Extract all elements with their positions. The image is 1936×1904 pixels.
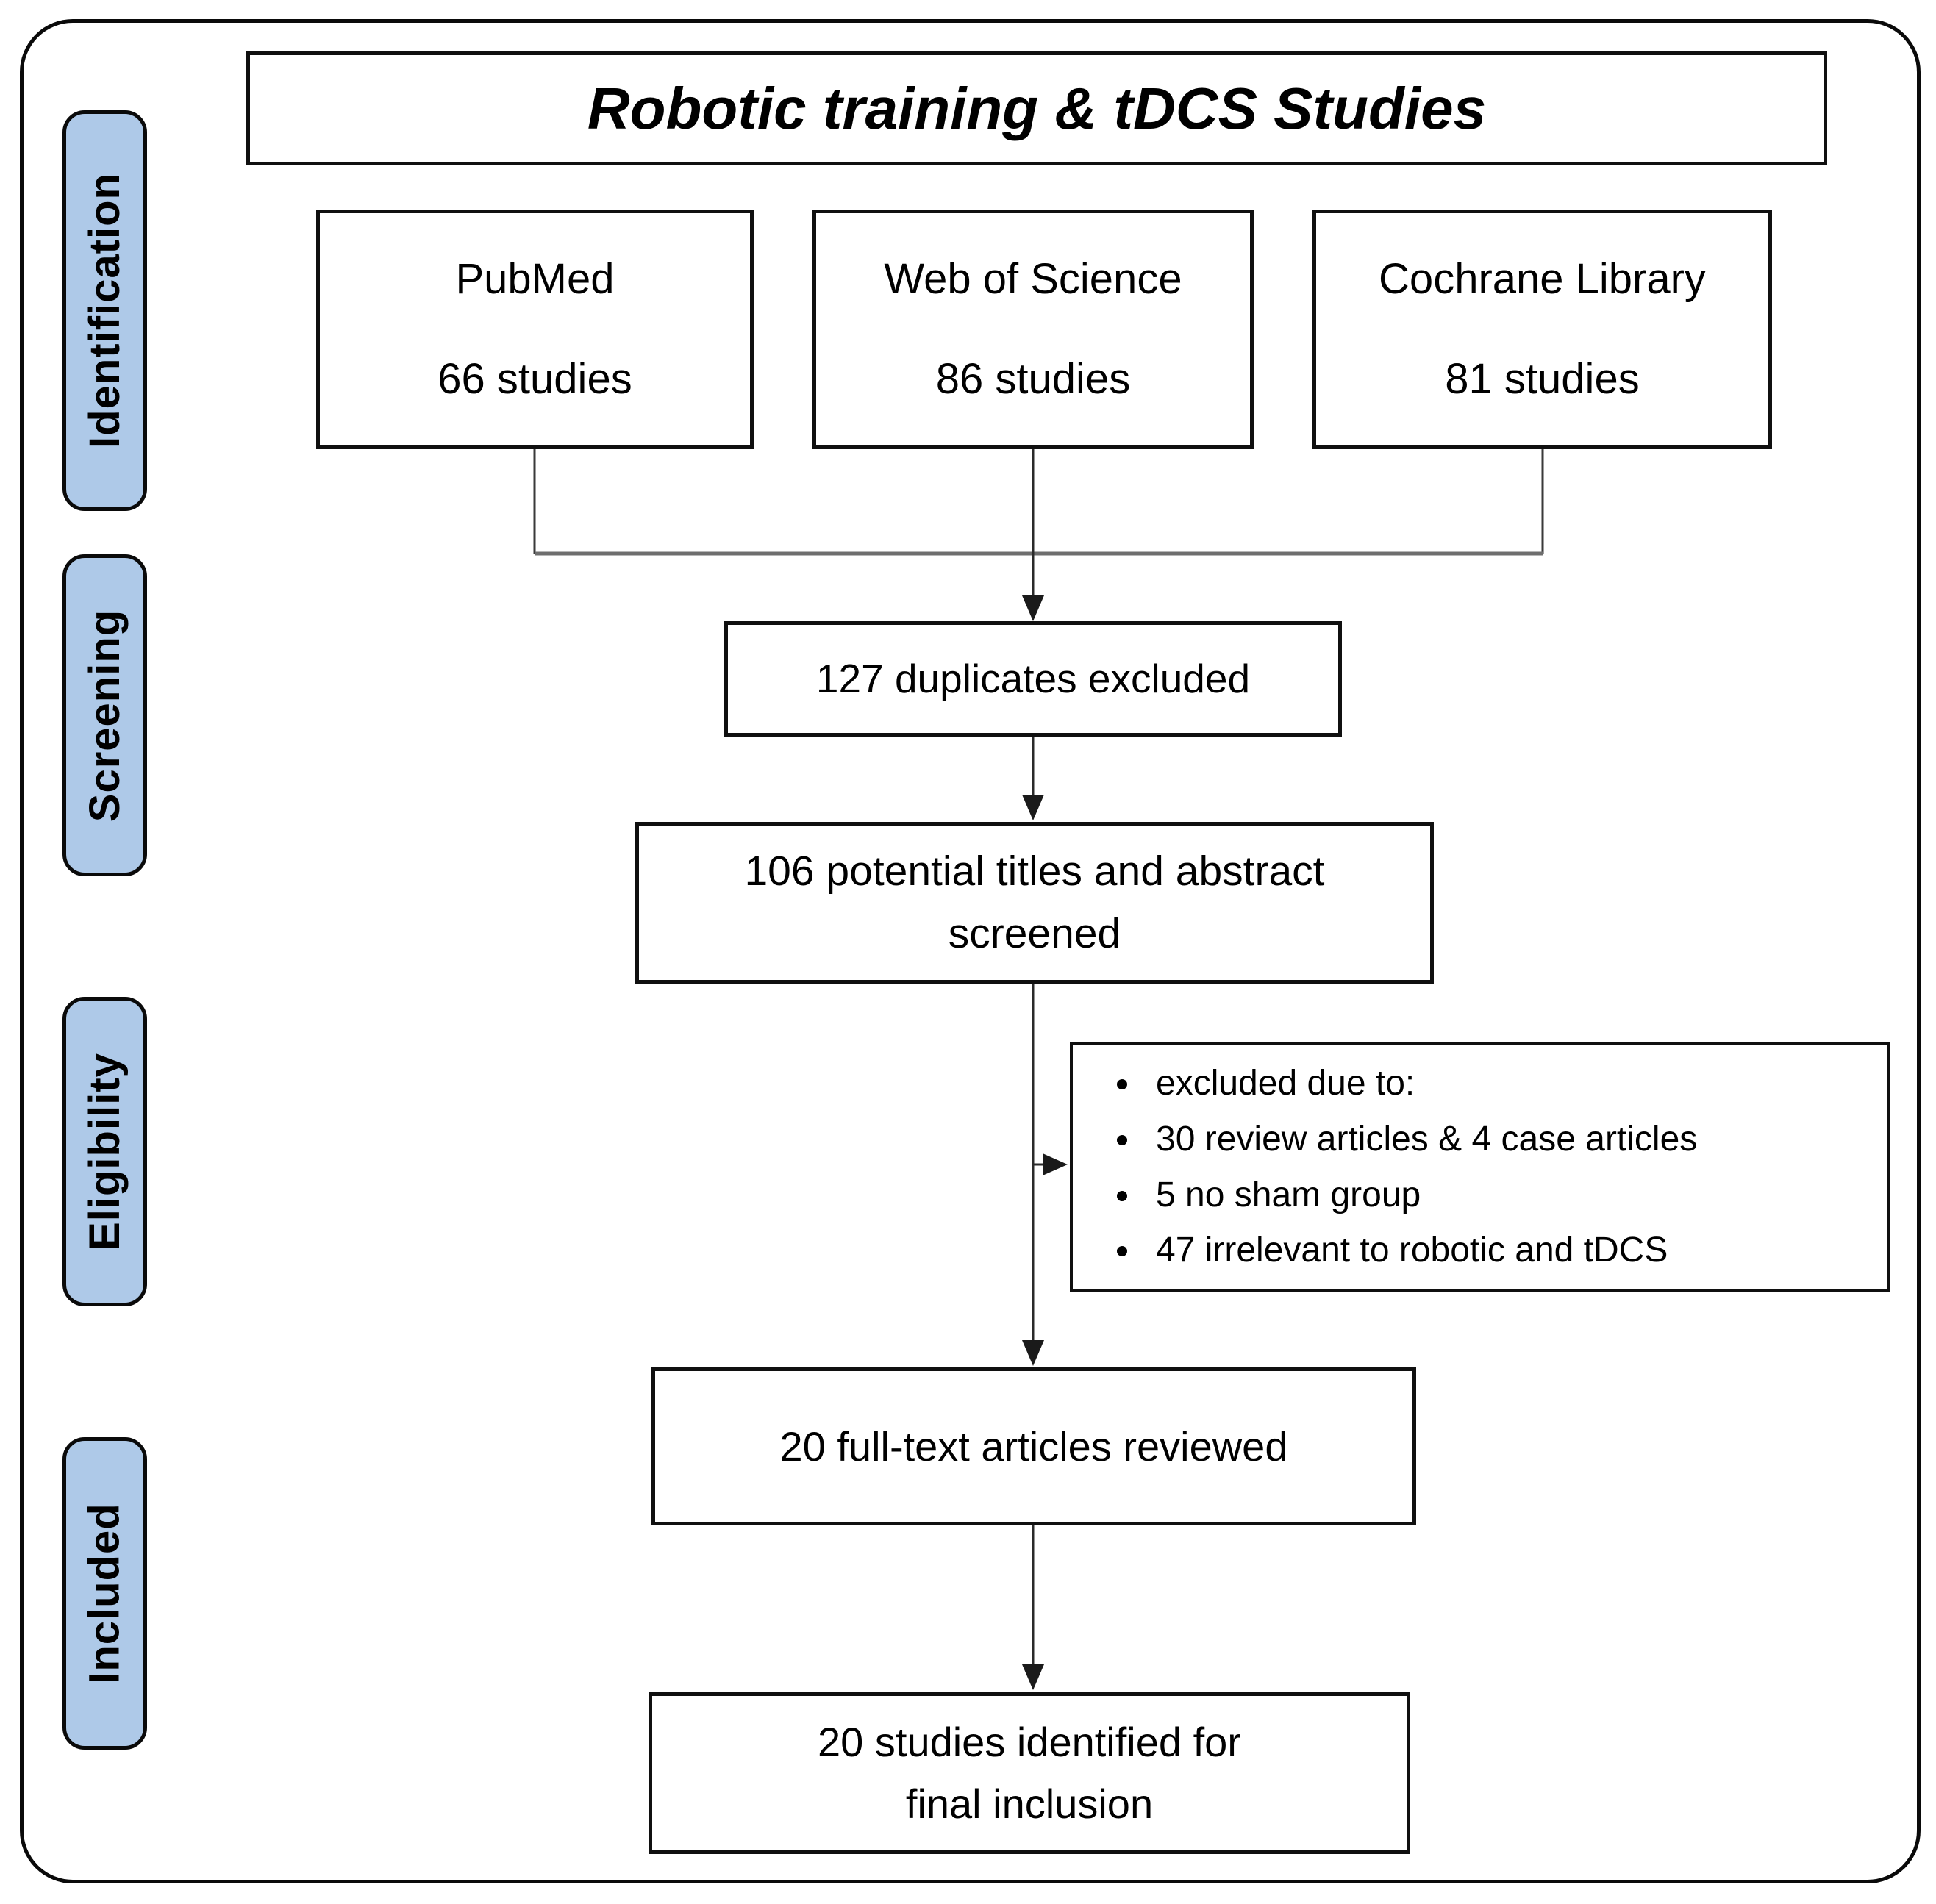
stage-identification-label: Identification	[81, 173, 129, 448]
stage-identification: Identification	[62, 110, 147, 511]
exclusion-reasons-list: excluded due to: 30 review articles & 4 …	[1073, 1056, 1712, 1278]
duplicates-excluded-box: 127 duplicates excluded	[724, 621, 1342, 737]
exclusion-item: 5 no sham group	[1143, 1167, 1697, 1223]
source-pubmed-name: PubMed	[455, 254, 615, 303]
source-box-web-of-science: Web of Science 86 studies	[812, 210, 1254, 449]
exclusion-item: 47 irrelevant to robotic and tDCS	[1143, 1223, 1697, 1278]
stage-included: Included	[62, 1437, 147, 1750]
final-inclusion-line-1: 20 studies identified for	[818, 1719, 1241, 1765]
source-pubmed-count: 66 studies	[437, 355, 632, 403]
duplicates-excluded-text: 127 duplicates excluded	[815, 655, 1251, 701]
source-box-cochrane: Cochrane Library 81 studies	[1312, 210, 1772, 449]
source-cochrane-name: Cochrane Library	[1379, 254, 1706, 303]
screened-line-1: 106 potential titles and abstract	[744, 847, 1325, 895]
exclusion-item: excluded due to:	[1143, 1056, 1697, 1112]
stage-eligibility: Eligibility	[62, 997, 147, 1306]
stage-screening: Screening	[62, 554, 147, 876]
source-wos-count: 86 studies	[935, 355, 1131, 403]
source-wos-name: Web of Science	[884, 254, 1182, 303]
titles-abstract-screened-box: 106 potential titles and abstract screen…	[635, 822, 1434, 984]
diagram-title: Robotic training & tDCS Studies	[587, 75, 1487, 141]
source-box-pubmed: PubMed 66 studies	[316, 210, 754, 449]
fulltext-reviewed-text: 20 full-text articles reviewed	[779, 1422, 1288, 1470]
stage-eligibility-label: Eligibility	[81, 1053, 129, 1250]
diagram-title-box: Robotic training & tDCS Studies	[246, 51, 1827, 165]
stage-included-label: Included	[81, 1503, 129, 1684]
exclusion-item: 30 review articles & 4 case articles	[1143, 1112, 1697, 1167]
final-inclusion-box: 20 studies identified for final inclusio…	[649, 1692, 1410, 1854]
screened-line-2: screened	[948, 910, 1121, 957]
exclusion-reasons-box: excluded due to: 30 review articles & 4 …	[1070, 1042, 1890, 1292]
fulltext-reviewed-box: 20 full-text articles reviewed	[651, 1367, 1416, 1525]
stage-screening-label: Screening	[81, 609, 129, 822]
final-inclusion-line-2: final inclusion	[905, 1780, 1154, 1827]
source-cochrane-count: 81 studies	[1445, 355, 1640, 403]
